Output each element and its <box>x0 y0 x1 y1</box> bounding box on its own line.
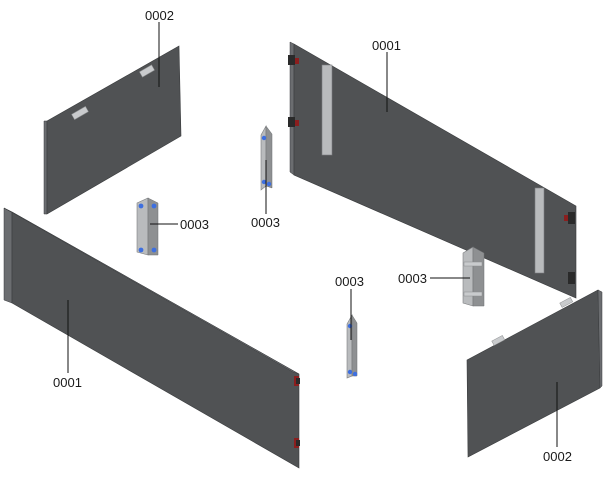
screw-icon <box>266 181 272 187</box>
latch-icon <box>288 117 295 127</box>
screw-icon <box>352 371 358 377</box>
panel-0001-back-right <box>288 41 577 299</box>
leader-lines <box>67 22 558 447</box>
latch-icon <box>296 378 300 384</box>
callout-0003-right: 0003 <box>398 271 427 286</box>
tab-icon <box>463 261 483 267</box>
screw-icon <box>347 369 353 375</box>
latch-icon <box>296 440 300 446</box>
screw-icon <box>151 247 157 253</box>
panel-0002-back-left <box>43 45 182 215</box>
screw-icon <box>138 247 144 253</box>
latch-icon <box>295 58 299 64</box>
hook-icon <box>559 297 574 308</box>
panel-0002-front-right <box>466 289 603 458</box>
screw-icon <box>347 323 353 329</box>
callout-0002-back: 0002 <box>145 8 174 23</box>
latch-icon <box>568 212 575 224</box>
latch-icon <box>295 120 299 126</box>
callout-0001-front: 0001 <box>53 375 82 390</box>
callout-0001-back: 0001 <box>372 38 401 53</box>
callout-0002-front: 0002 <box>543 449 572 464</box>
panel-0001-front-left <box>3 207 300 469</box>
bracket-0003-right <box>462 246 485 307</box>
latch-icon <box>568 272 575 284</box>
tab-icon <box>463 291 483 297</box>
hook-icon <box>71 106 89 120</box>
hook-icon <box>139 64 155 78</box>
latch-icon <box>564 215 568 221</box>
mount-rail <box>534 187 545 274</box>
bracket-0003-center-bottom <box>346 313 358 379</box>
latch-icon <box>288 55 295 65</box>
bracket-0003-left <box>136 197 159 256</box>
screw-icon <box>261 135 267 141</box>
screw-icon <box>261 179 267 185</box>
callout-0003-center-top: 0003 <box>251 215 280 230</box>
bracket-0003-center-top <box>260 124 273 191</box>
screw-icon <box>138 203 144 209</box>
screw-icon <box>151 203 157 209</box>
callout-0003-left: 0003 <box>180 217 209 232</box>
mount-rail <box>321 64 333 156</box>
callout-0003-center-bottom: 0003 <box>335 274 364 289</box>
hook-icon <box>491 335 506 346</box>
